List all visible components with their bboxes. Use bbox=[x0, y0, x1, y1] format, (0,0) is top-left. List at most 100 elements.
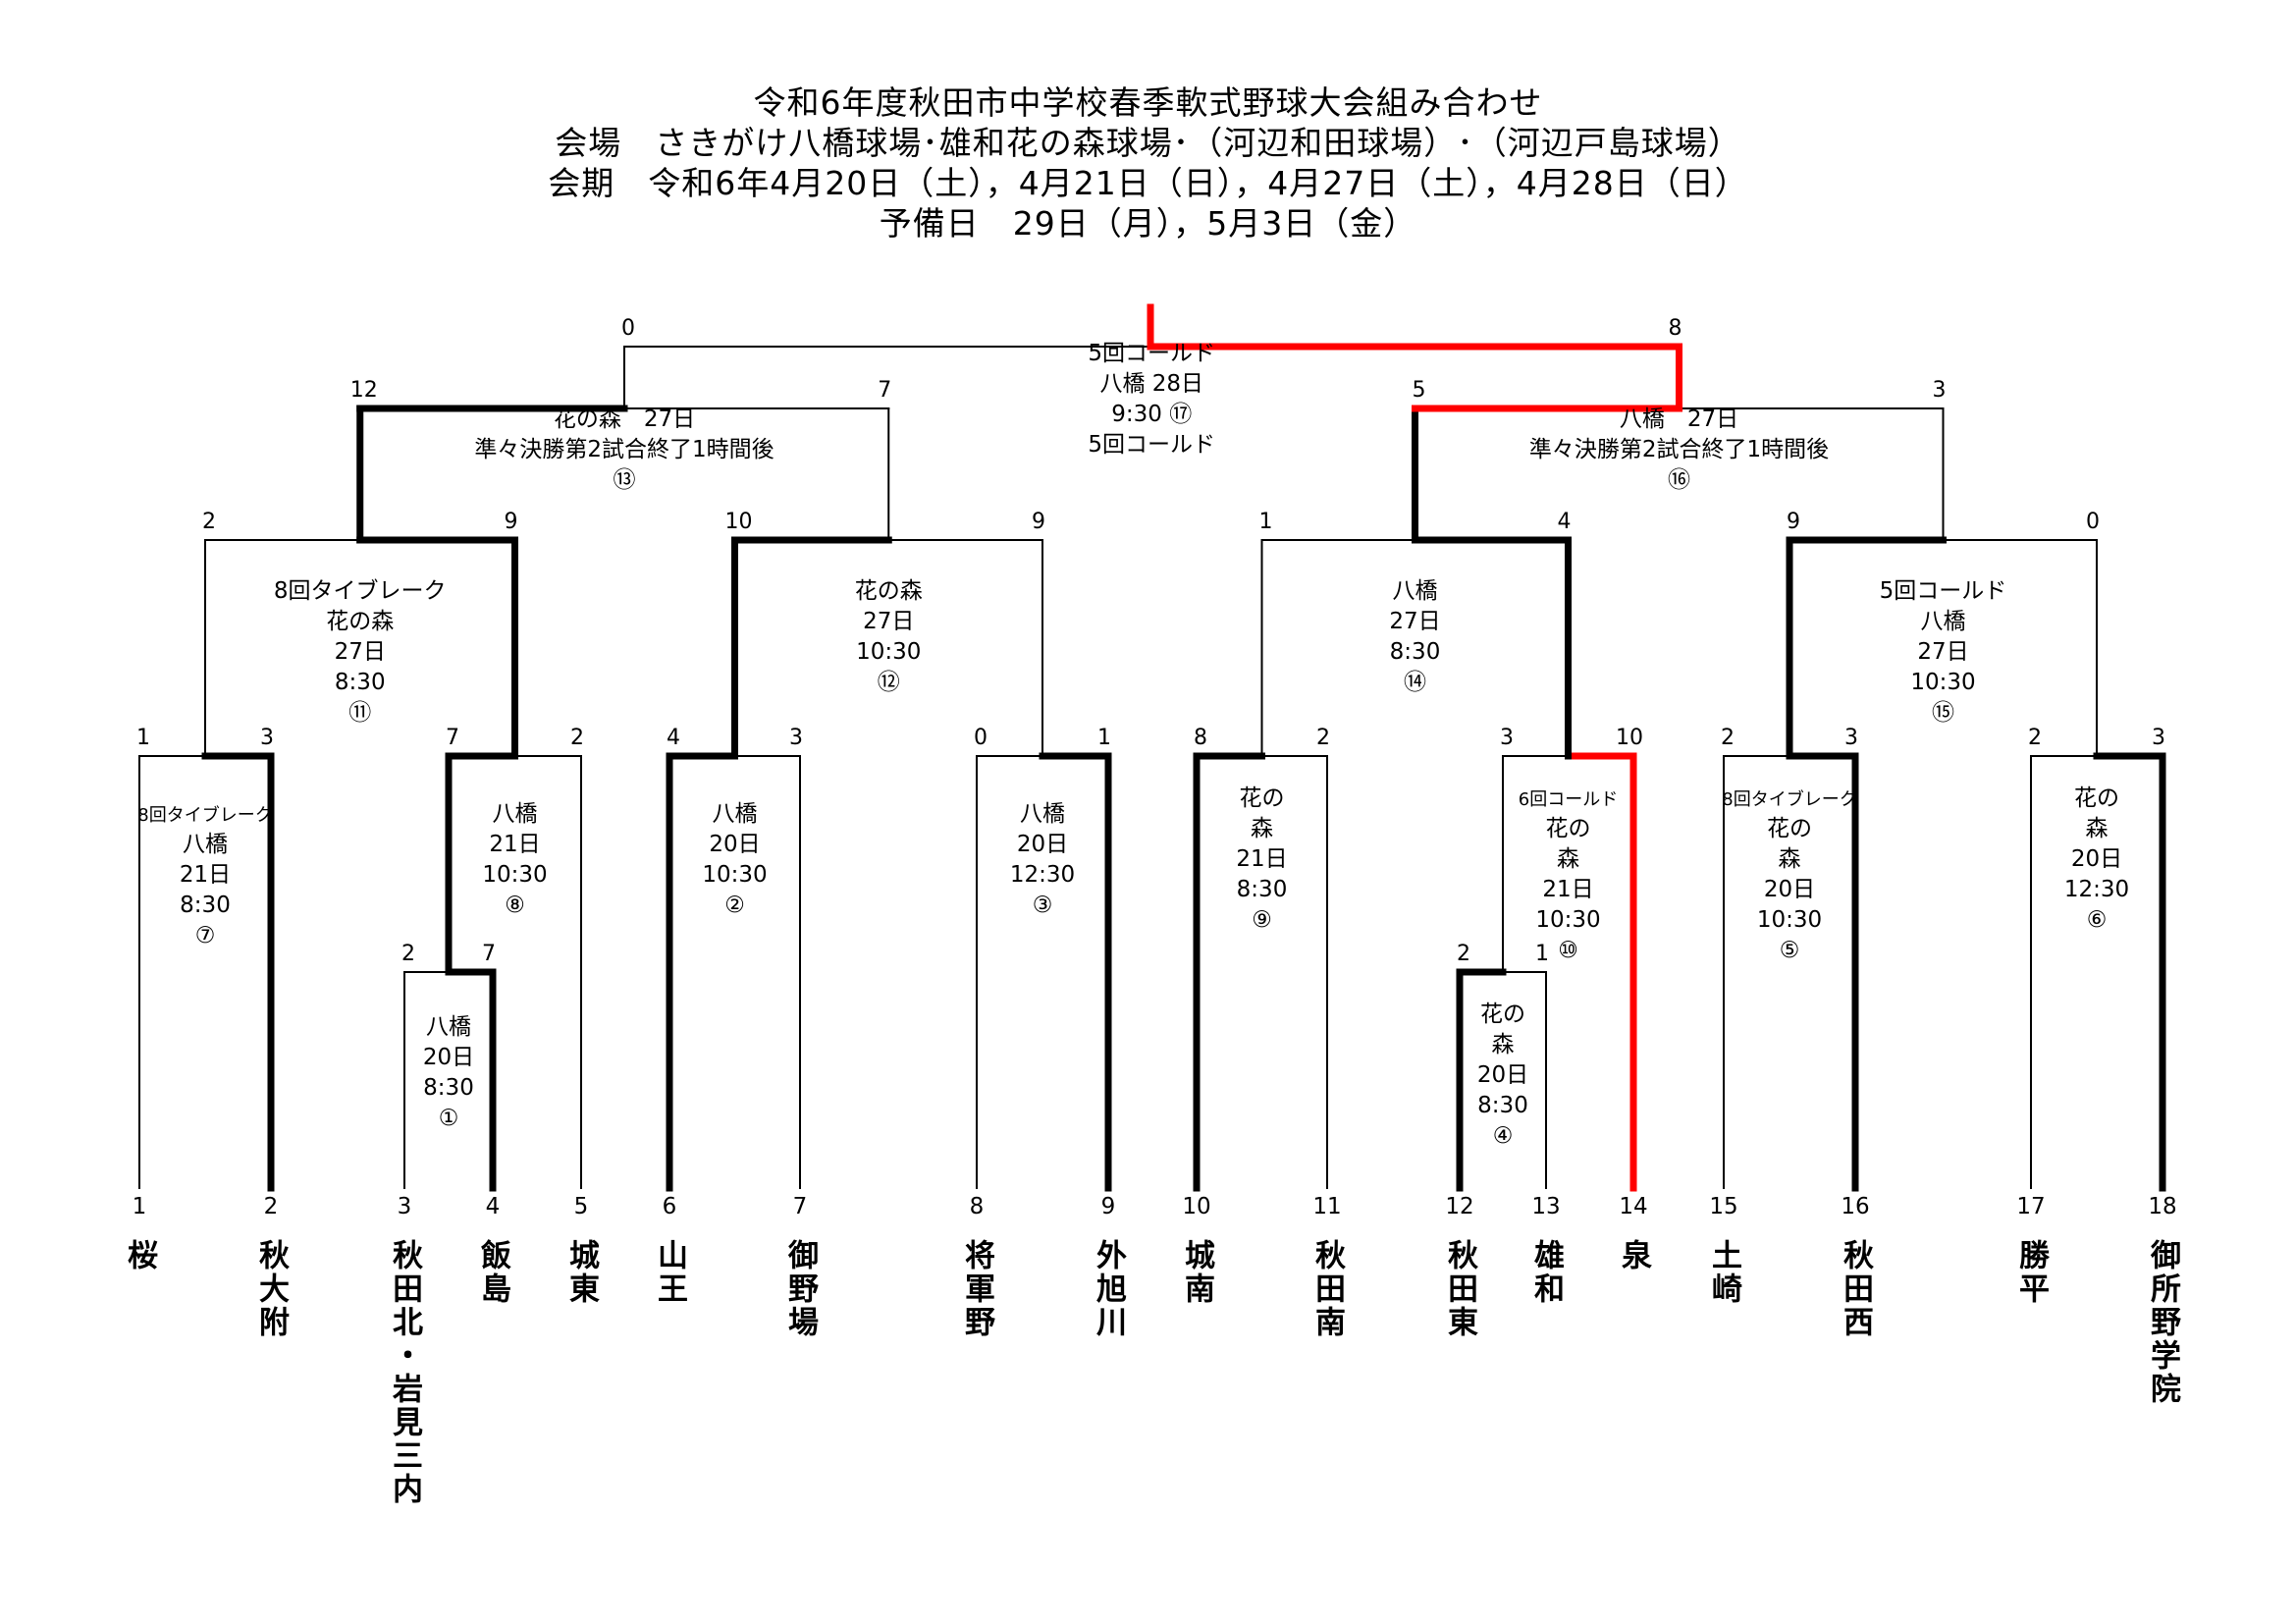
match-venue: 八橋 bbox=[713, 801, 758, 827]
match-day: 20日 bbox=[423, 1045, 474, 1070]
score-right: 3 bbox=[2152, 726, 2165, 750]
team-seed-10: 10 bbox=[1182, 1194, 1210, 1219]
team-name-17: 勝平 bbox=[2013, 1239, 2049, 1306]
match-venue: 花の bbox=[1767, 816, 1812, 841]
match-day: 20日 bbox=[1017, 832, 1068, 857]
match-number: ⑨ bbox=[1252, 907, 1272, 933]
team-seed-14: 14 bbox=[1619, 1194, 1647, 1219]
score-left: 8 bbox=[1194, 726, 1207, 750]
match-day: 27日 bbox=[863, 609, 914, 634]
match-venue: 森 bbox=[1779, 846, 1801, 872]
match-number: ④ bbox=[1493, 1123, 1514, 1149]
match-time: 12:30 bbox=[2064, 877, 2129, 902]
team-seed-12: 12 bbox=[1445, 1194, 1473, 1219]
score-right: 2 bbox=[570, 726, 584, 750]
match-time: 8:30 bbox=[1390, 639, 1441, 665]
team-seed-13: 13 bbox=[1531, 1194, 1560, 1219]
score-left: 2 bbox=[1721, 726, 1735, 750]
score-right: 3 bbox=[789, 726, 803, 750]
match-day: 27日 bbox=[1389, 609, 1440, 634]
score-right: 4 bbox=[1558, 510, 1572, 534]
match-venue: 八橋 bbox=[1020, 801, 1065, 827]
score-left: 10 bbox=[725, 510, 753, 534]
match-note: 8回タイブレーク bbox=[137, 804, 272, 826]
match-day: 27日 bbox=[1917, 639, 1968, 665]
match-note: 5回コールド bbox=[1088, 432, 1215, 458]
match-day: 20日 bbox=[1477, 1062, 1528, 1088]
match-number: ⑯ bbox=[1668, 467, 1690, 493]
team-seed-9: 9 bbox=[1101, 1194, 1116, 1219]
score-right: 3 bbox=[260, 726, 274, 750]
match-venue: 森 bbox=[1557, 846, 1579, 872]
team-seed-2: 2 bbox=[264, 1194, 279, 1219]
team-name-16: 秋田西 bbox=[1838, 1239, 1873, 1339]
match-note: 8回タイブレーク bbox=[274, 578, 447, 604]
score-right: 7 bbox=[878, 378, 891, 403]
team-seed-7: 7 bbox=[793, 1194, 808, 1219]
match-number: ⑫ bbox=[878, 670, 900, 695]
team-name-14: 泉 bbox=[1616, 1239, 1651, 1272]
team-name-4: 飯島 bbox=[475, 1239, 510, 1306]
tournament-period: 会期 令和6年4月20日（土），4月21日（日），4月27日（土），4月28日（… bbox=[548, 164, 1748, 202]
score-left: 4 bbox=[667, 726, 680, 750]
match-number: ⑬ bbox=[614, 467, 636, 493]
score-right: 3 bbox=[1844, 726, 1858, 750]
match-note: 8回タイブレーク bbox=[1722, 788, 1856, 810]
match-venue-day: 花の森 27日 bbox=[554, 406, 695, 432]
match-time: 12:30 bbox=[1010, 862, 1075, 888]
team-seed-11: 11 bbox=[1312, 1194, 1341, 1219]
score-right: 3 bbox=[1933, 378, 1947, 403]
match-venue: 森 bbox=[1492, 1032, 1515, 1057]
match-note: 6回コールド bbox=[1519, 789, 1618, 810]
score-right: 9 bbox=[1032, 510, 1045, 534]
score-right: 0 bbox=[2086, 510, 2100, 534]
tournament-venue: 会場 さきがけ八橋球場･雄和花の森球場･（河辺和田球場）･（河辺戸島球場） bbox=[555, 124, 1741, 162]
team-name-18: 御所野学院 bbox=[2145, 1239, 2180, 1406]
team-name-6: 山王 bbox=[652, 1239, 687, 1306]
score-left: 1 bbox=[1259, 510, 1273, 534]
score-left: 9 bbox=[1787, 510, 1800, 534]
score-left: 5 bbox=[1413, 378, 1426, 403]
match-time: 10:30 bbox=[856, 639, 921, 665]
team-seed-6: 6 bbox=[663, 1194, 677, 1219]
match-day: 20日 bbox=[2071, 846, 2122, 872]
match-time: 準々決勝第2試合終了1時間後 bbox=[1529, 437, 1829, 462]
team-name-11: 秋田南 bbox=[1309, 1239, 1345, 1339]
match-time: 10:30 bbox=[1535, 907, 1600, 933]
match-time: 準々決勝第2試合終了1時間後 bbox=[474, 437, 774, 462]
score-left: 0 bbox=[621, 316, 635, 341]
score-left: 1 bbox=[136, 726, 150, 750]
match-venue: 八橋 bbox=[426, 1014, 471, 1040]
match-venue: 森 bbox=[1251, 816, 1273, 841]
match-time: 8:30 bbox=[1237, 877, 1288, 902]
match-venue: 森 bbox=[2086, 816, 2109, 841]
team-seed-16: 16 bbox=[1841, 1194, 1869, 1219]
match-venue: 八橋 bbox=[1393, 578, 1438, 604]
score-left: 2 bbox=[2028, 726, 2042, 750]
tournament-title: 令和6年度秋田市中学校春季軟式野球大会組み合わせ bbox=[753, 83, 1543, 122]
match-number: ① bbox=[439, 1106, 459, 1131]
score-right: 8 bbox=[1669, 316, 1682, 341]
match-day: 20日 bbox=[1764, 877, 1815, 902]
team-name-5: 城東 bbox=[563, 1239, 599, 1306]
match-day: 21日 bbox=[1542, 877, 1593, 902]
match-number: ⑩ bbox=[1558, 938, 1578, 963]
team-name-7: 御野場 bbox=[782, 1239, 818, 1339]
match-day: 27日 bbox=[335, 639, 386, 665]
match-time: 10:30 bbox=[702, 862, 767, 888]
team-name-9: 外旭川 bbox=[1091, 1239, 1126, 1339]
team-seed-3: 3 bbox=[398, 1194, 412, 1219]
match-venue: 花の bbox=[1240, 785, 1285, 811]
match-note: 5回コールド bbox=[1880, 578, 2007, 604]
score-left: 2 bbox=[202, 510, 216, 534]
